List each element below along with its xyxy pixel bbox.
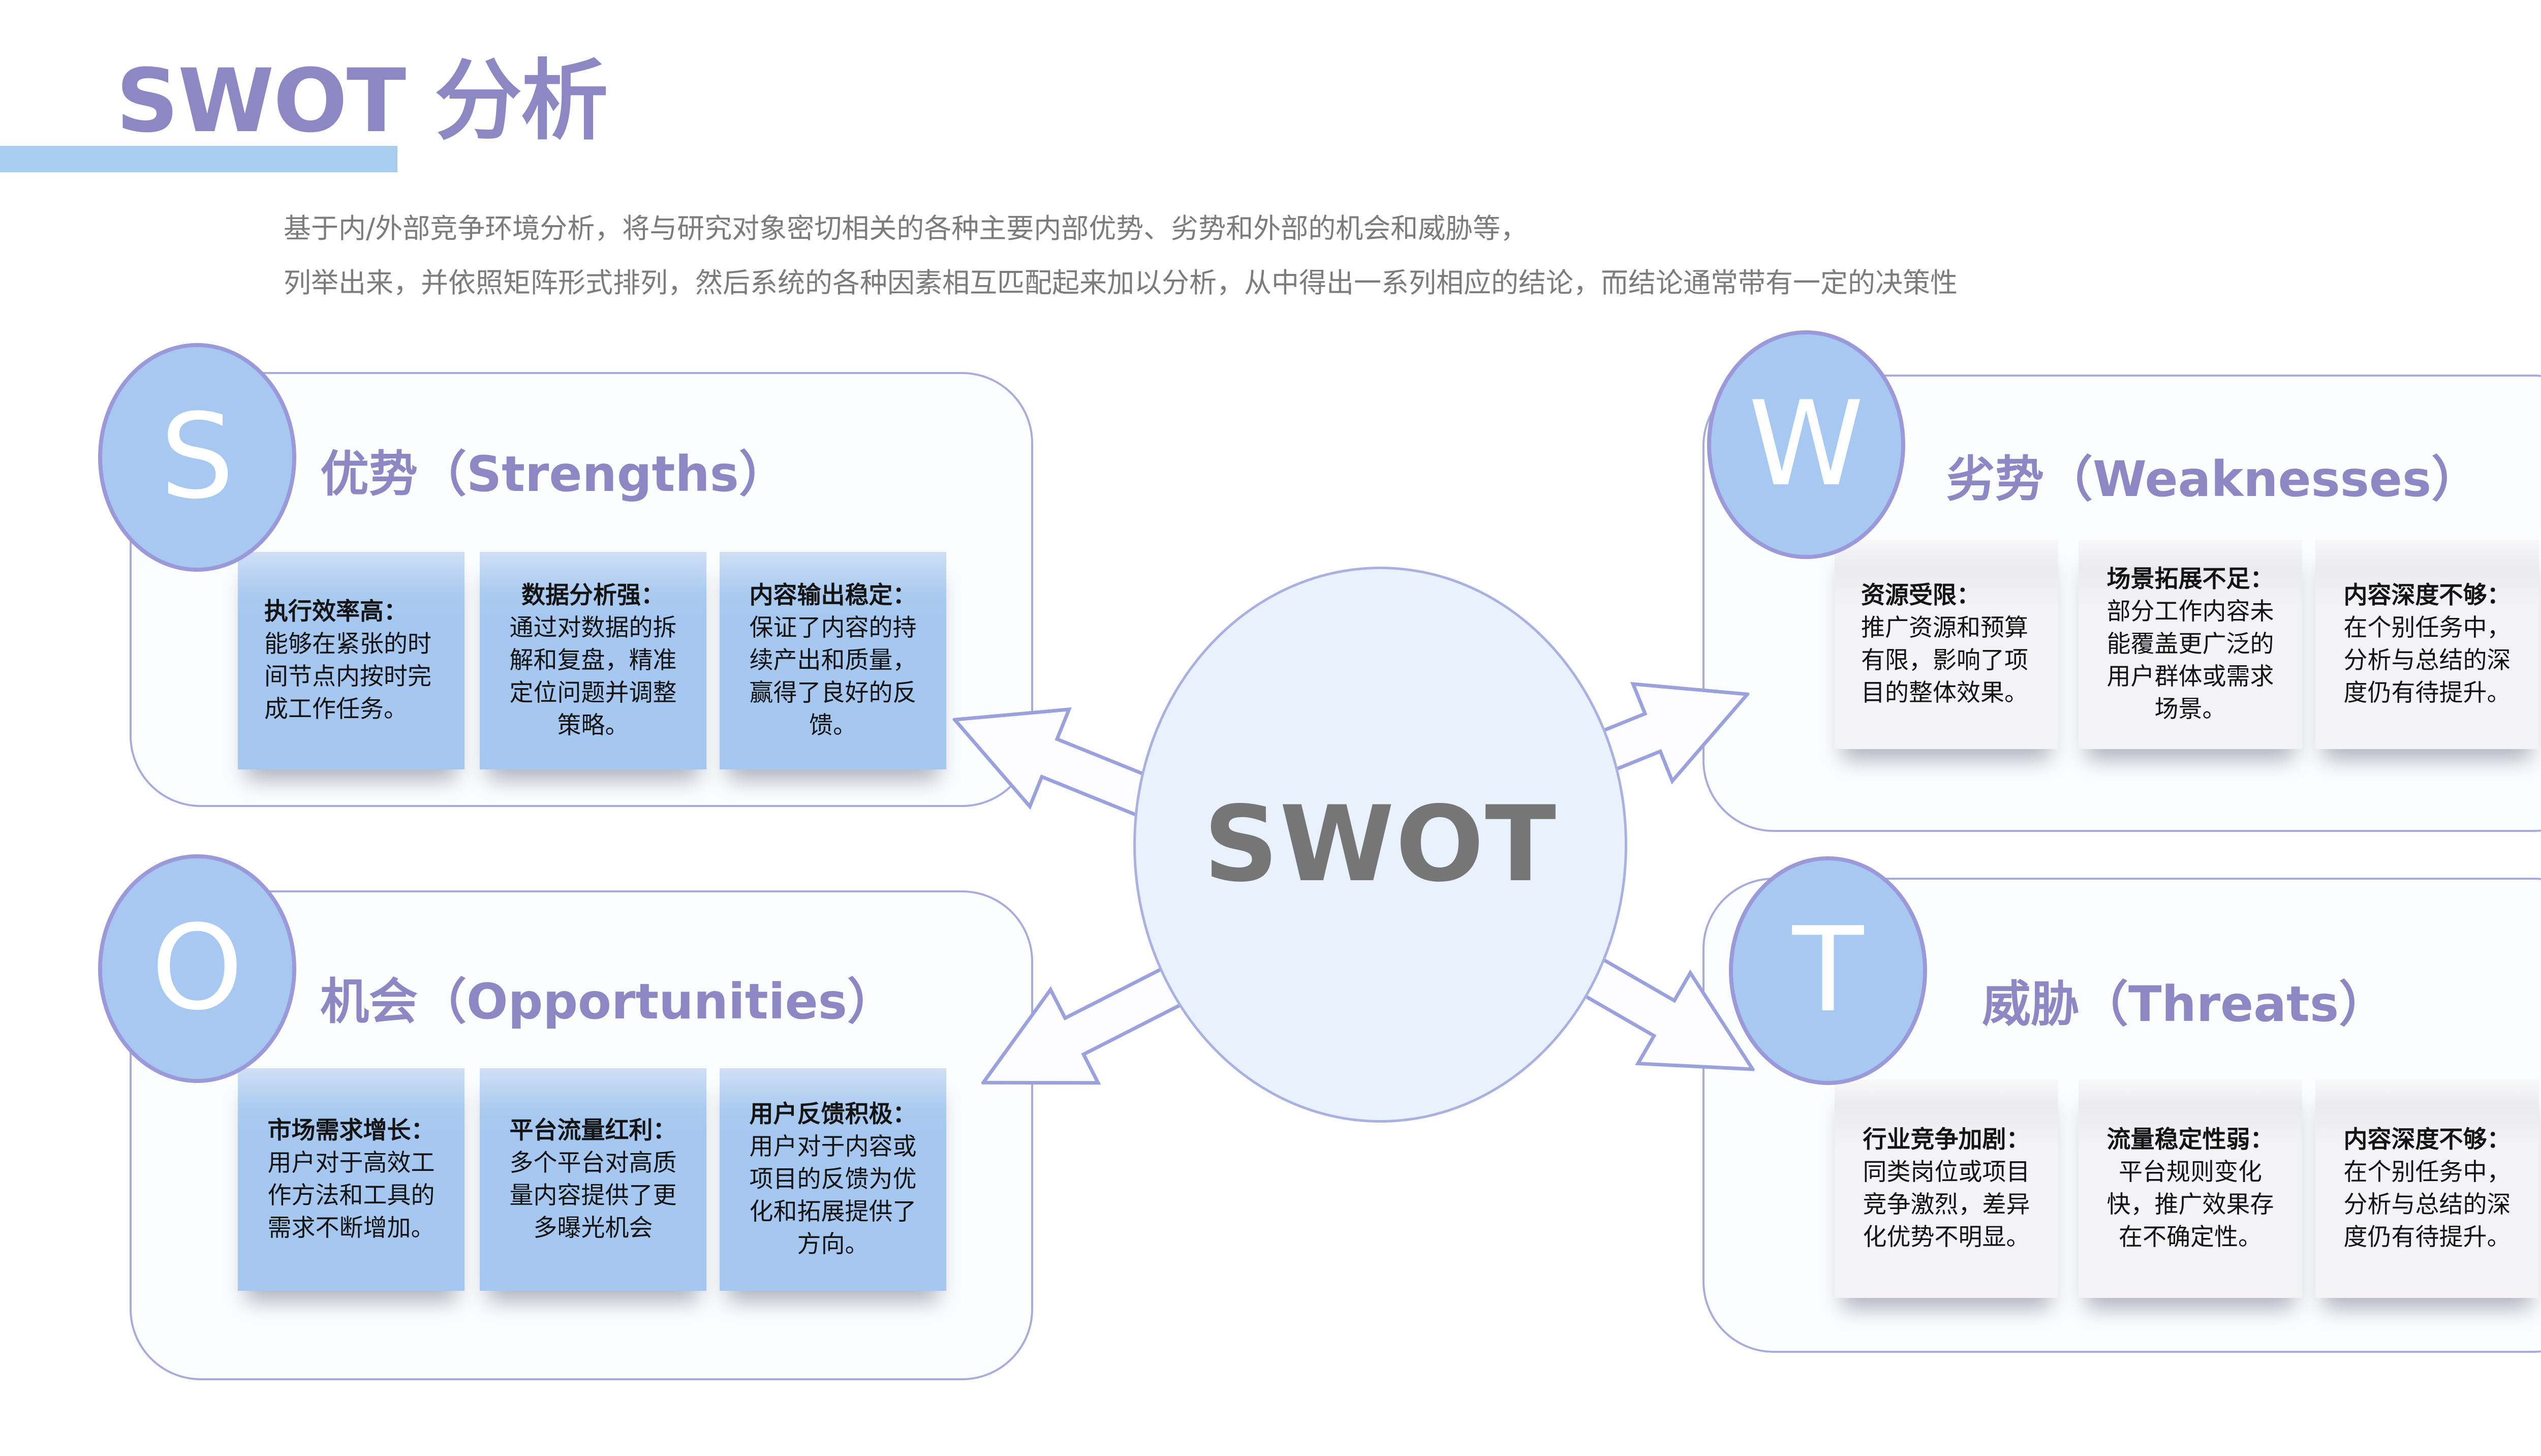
card-heading: 市场需求增长：: [267, 1117, 435, 1144]
weakness-card-2: 场景拓展不足： 部分工作内容未能覆盖更广泛的用户群体或需求场景。: [2079, 540, 2302, 749]
card-heading: 内容深度不够：: [2343, 1126, 2511, 1154]
threats-letter: T: [1792, 903, 1864, 1038]
swot-center-label: SWOT: [1203, 784, 1557, 905]
opportunities-title: 机会（Opportunities）: [320, 973, 896, 1030]
card-body: 多个平台对高质量内容提供了更多曝光机会: [509, 1149, 677, 1242]
card-body: 通过对数据的拆解和复盘，精准定位问题并调整策略。: [509, 614, 677, 739]
card-heading: 行业竞争加剧：: [1863, 1126, 2030, 1154]
threat-card-3: 内容深度不够： 在个别任务中，分析与总结的深度仍有待提升。: [2315, 1079, 2539, 1298]
card-body: 部分工作内容未能覆盖更广泛的用户群体或需求场景。: [2106, 598, 2274, 723]
opportunities-letter-circle: O: [98, 854, 296, 1083]
card-heading: 流量稳定性弱：: [2106, 1126, 2274, 1154]
title-underline-bar: [0, 146, 397, 172]
opportunities-letter: O: [151, 901, 243, 1036]
card-heading: 数据分析强：: [521, 581, 665, 609]
weakness-card-3: 内容深度不够： 在个别任务中，分析与总结的深度仍有待提升。: [2315, 540, 2539, 749]
weaknesses-letter: W: [1748, 377, 1864, 512]
opportunity-card-3: 用户反馈积极： 用户对于内容或项目的反馈为优化和拓展提供了方向。: [720, 1068, 946, 1291]
threats-letter-circle: T: [1729, 856, 1927, 1085]
threat-card-2: 流量稳定性弱： 平台规则变化快，推广效果存在不确定性。: [2079, 1079, 2302, 1298]
card-heading: 用户反馈积极：: [749, 1100, 917, 1128]
card-heading: 资源受限：: [1861, 581, 1980, 609]
strength-card-1: 执行效率高： 能够在紧张的时间节点内按时完成工作任务。: [238, 552, 464, 769]
center-circle: SWOT: [1133, 567, 1627, 1123]
weaknesses-title: 劣势（Weaknesses）: [1946, 451, 2481, 508]
weakness-card-1: 资源受限： 推广资源和预算有限，影响了项目的整体效果。: [1835, 540, 2058, 749]
strengths-letter: S: [160, 389, 234, 525]
strength-card-3: 内容输出稳定： 保证了内容的持续产出和质量，赢得了良好的反馈。: [720, 552, 946, 769]
card-heading: 场景拓展不足：: [2106, 565, 2274, 593]
card-heading: 平台流量红利：: [509, 1117, 677, 1144]
card-body: 能够在紧张的时间节点内按时完成工作任务。: [264, 630, 431, 723]
card-body: 在个别任务中，分析与总结的深度仍有待提升。: [2343, 1158, 2511, 1251]
card-body: 用户对于内容或项目的反馈为优化和拓展提供了方向。: [749, 1133, 917, 1258]
weaknesses-letter-circle: W: [1707, 330, 1905, 559]
card-body: 保证了内容的持续产出和质量，赢得了良好的反馈。: [749, 614, 917, 739]
description-line-2: 列举出来，并依照矩阵形式排列，然后系统的各种因素相互匹配起来加以分析，从中得出一…: [284, 267, 1958, 299]
card-heading: 内容深度不够：: [2343, 581, 2511, 609]
card-body: 在个别任务中，分析与总结的深度仍有待提升。: [2343, 614, 2511, 707]
card-heading: 内容输出稳定：: [749, 581, 917, 609]
card-heading: 执行效率高：: [264, 598, 408, 626]
card-body: 推广资源和预算有限，影响了项目的整体效果。: [1861, 614, 2028, 707]
card-body: 同类岗位或项目竞争激烈，差异化优势不明显。: [1863, 1158, 2030, 1251]
opportunity-card-2: 平台流量红利： 多个平台对高质量内容提供了更多曝光机会: [480, 1068, 706, 1291]
strength-card-2: 数据分析强： 通过对数据的拆解和复盘，精准定位问题并调整策略。: [480, 552, 706, 769]
threats-title: 威胁（Threats）: [1982, 976, 2388, 1033]
threat-card-1: 行业竞争加剧： 同类岗位或项目竞争激烈，差异化优势不明显。: [1835, 1079, 2058, 1298]
strengths-letter-circle: S: [98, 343, 296, 572]
page-title: SWOT 分析: [116, 50, 608, 152]
description-line-1: 基于内/外部竞争环境分析，将与研究对象密切相关的各种主要内部优势、劣势和外部的机…: [284, 212, 1528, 244]
opportunity-card-1: 市场需求增长： 用户对于高效工作方法和工具的需求不断增加。: [238, 1068, 464, 1291]
card-body: 平台规则变化快，推广效果存在不确定性。: [2106, 1158, 2274, 1251]
card-body: 用户对于高效工作方法和工具的需求不断增加。: [267, 1149, 435, 1242]
strengths-title: 优势（Strengths）: [320, 446, 788, 503]
